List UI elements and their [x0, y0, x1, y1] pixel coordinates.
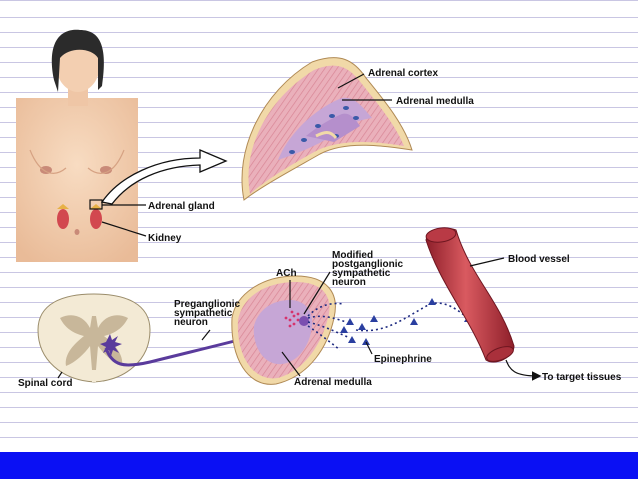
postganglionic-cell — [299, 316, 309, 326]
label-blood-vessel: Blood vessel — [508, 254, 570, 265]
spinal-cord-section — [37, 293, 151, 383]
label-adrenal-medulla-bottom: Adrenal medulla — [294, 377, 372, 388]
blood-vessel — [425, 227, 515, 363]
leader-lines — [57, 73, 542, 381]
label-preganglionic: Preganglionic sympathetic neuron — [174, 299, 243, 328]
adrenal-medulla-diagram: Adrenal cortex Adrenal medulla Adrenal g… — [16, 29, 622, 389]
human-figure — [16, 29, 138, 262]
zoom-arrow — [100, 149, 228, 205]
label-ach: ACh — [276, 268, 297, 279]
label-epinephrine: Epinephrine — [374, 354, 432, 365]
adrenal-gland-cross-section — [241, 57, 413, 201]
label-modified-postganglionic: Modified postganglionic sympathetic neur… — [332, 250, 406, 288]
label-to-target-tissues: To target tissues — [542, 372, 622, 383]
label-kidney: Kidney — [148, 233, 182, 244]
ach-vesicles — [284, 310, 300, 328]
footer-bar — [0, 452, 638, 479]
label-spinal-cord: Spinal cord — [18, 378, 72, 389]
label-adrenal-gland: Adrenal gland — [148, 201, 215, 212]
kidney-pair — [57, 204, 102, 229]
label-adrenal-cortex: Adrenal cortex — [368, 68, 438, 79]
label-adrenal-medulla-top: Adrenal medulla — [396, 96, 474, 107]
adrenal-medulla-section — [231, 275, 336, 385]
